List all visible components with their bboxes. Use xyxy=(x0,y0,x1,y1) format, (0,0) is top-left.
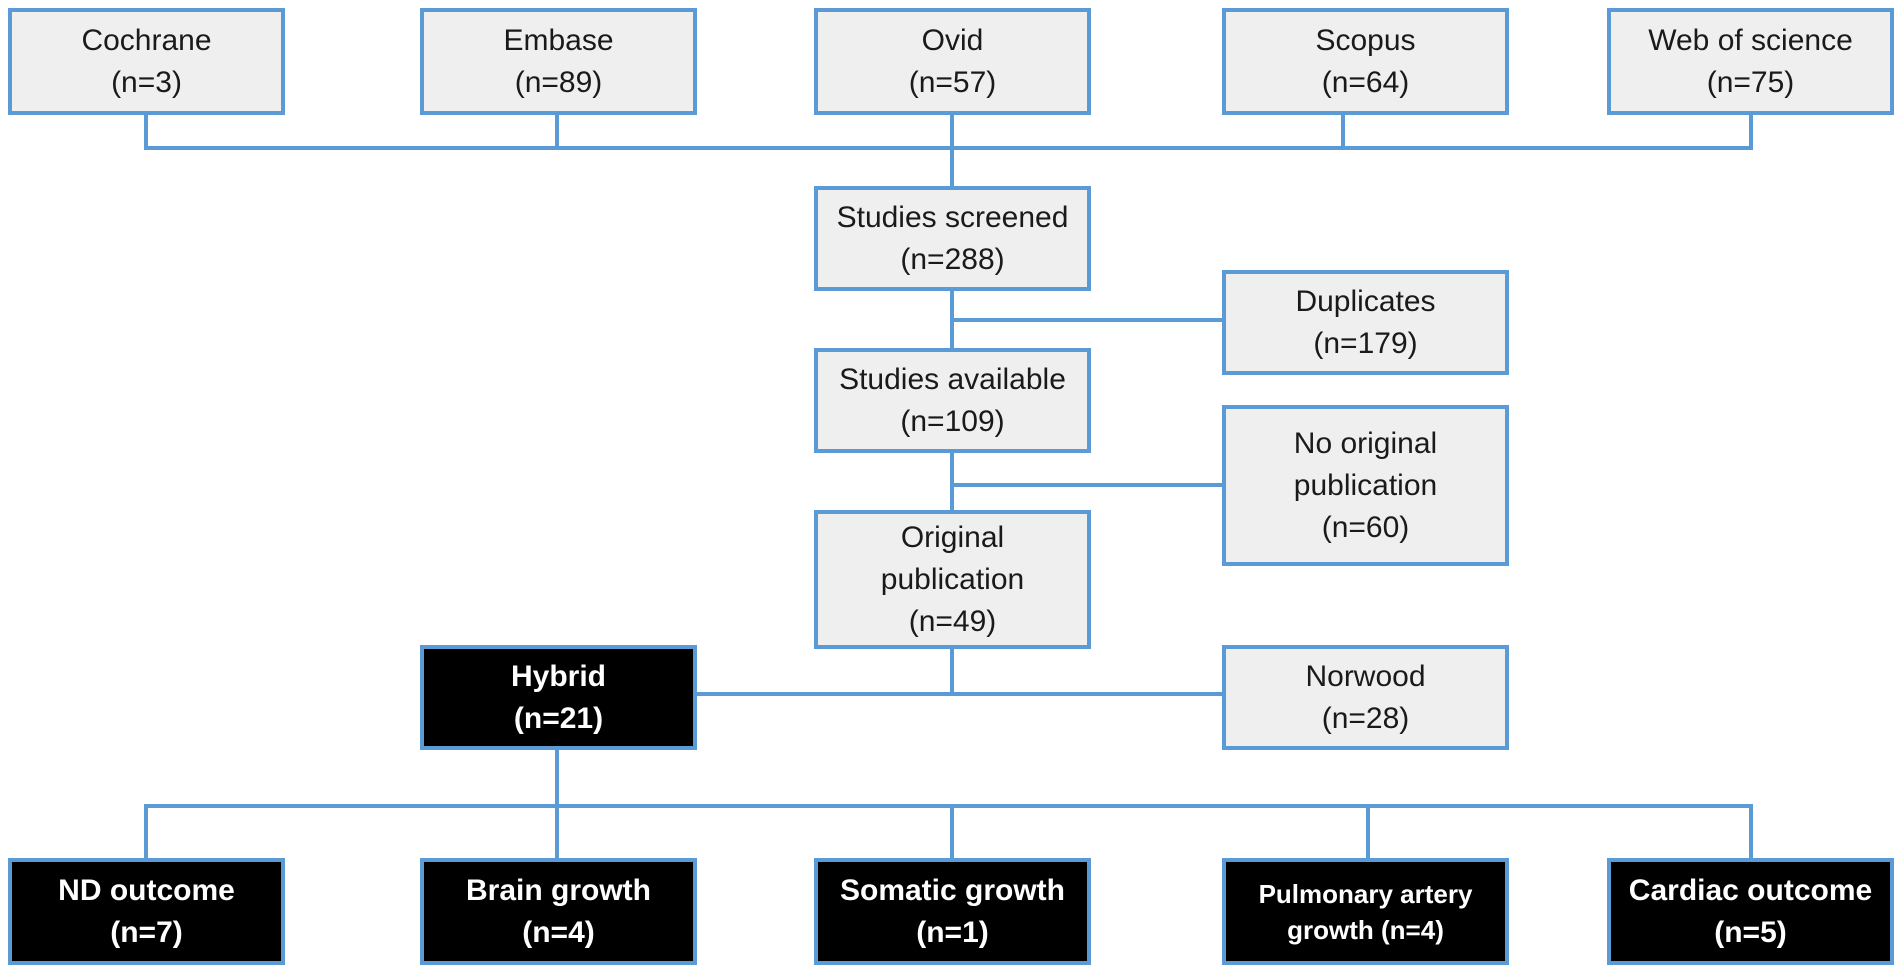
source-count: (n=57) xyxy=(908,65,997,99)
box-count: (n=179) xyxy=(1313,326,1418,360)
box-count: (n=60) xyxy=(1321,510,1410,544)
box-count: (n=288) xyxy=(900,242,1005,276)
box-label: Hybrid xyxy=(510,659,606,693)
outcome-label: Somatic growth xyxy=(839,873,1065,907)
source-name: Embase xyxy=(503,23,614,57)
source-box-cochrane: Cochrane (n=3) xyxy=(8,8,285,115)
outcome-label-line1: Pulmonary artery xyxy=(1258,878,1473,909)
outcome-box-pulmonary-artery-growth: Pulmonary artery growth (n=4) xyxy=(1222,858,1509,965)
source-box-ovid: Ovid (n=57) xyxy=(814,8,1091,115)
source-count: (n=64) xyxy=(1321,65,1410,99)
source-count: (n=89) xyxy=(514,65,603,99)
outcome-count: (n=1) xyxy=(916,915,989,949)
outcome-label: Cardiac outcome xyxy=(1628,873,1873,907)
outcome-label-line2: growth (n=4) xyxy=(1287,914,1444,945)
outcome-count: (n=5) xyxy=(1714,915,1787,949)
box-label-line1: Original xyxy=(900,520,1005,554)
source-box-scopus: Scopus (n=64) xyxy=(1222,8,1509,115)
box-label: Norwood xyxy=(1305,659,1426,693)
box-label-line1: No original xyxy=(1293,426,1438,460)
outcome-box-somatic-growth: Somatic growth (n=1) xyxy=(814,858,1091,965)
outcome-label: ND outcome xyxy=(58,873,235,907)
box-label-line2: publication xyxy=(880,562,1025,596)
studies-available-box: Studies available (n=109) xyxy=(814,348,1091,453)
source-name: Cochrane xyxy=(81,23,212,57)
source-box-web-of-science: Web of science (n=75) xyxy=(1607,8,1894,115)
outcome-count: (n=7) xyxy=(110,915,183,949)
outcome-box-nd: ND outcome (n=7) xyxy=(8,858,285,965)
source-name: Scopus xyxy=(1315,23,1416,57)
studies-screened-box: Studies screened (n=288) xyxy=(814,186,1091,291)
no-original-publication-box: No original publication (n=60) xyxy=(1222,405,1509,566)
box-count: (n=21) xyxy=(513,701,604,735)
outcome-count: (n=4) xyxy=(522,915,595,949)
original-publication-box: Original publication (n=49) xyxy=(814,510,1091,649)
duplicates-box: Duplicates (n=179) xyxy=(1222,270,1509,375)
source-count: (n=75) xyxy=(1706,65,1795,99)
source-box-embase: Embase (n=89) xyxy=(420,8,697,115)
box-label: Duplicates xyxy=(1295,284,1436,318)
box-label: Studies screened xyxy=(836,200,1069,234)
box-count: (n=109) xyxy=(900,404,1005,438)
outcome-box-cardiac: Cardiac outcome (n=5) xyxy=(1607,858,1894,965)
source-name: Ovid xyxy=(921,23,984,57)
outcome-label: Brain growth xyxy=(466,873,651,907)
box-count: (n=49) xyxy=(908,604,997,638)
box-label-line2: publication xyxy=(1293,468,1438,502)
norwood-box: Norwood (n=28) xyxy=(1222,645,1509,750)
box-count: (n=28) xyxy=(1321,701,1410,735)
box-label: Studies available xyxy=(839,362,1066,396)
hybrid-box: Hybrid (n=21) xyxy=(420,645,697,750)
outcome-box-brain-growth: Brain growth (n=4) xyxy=(420,858,697,965)
source-name: Web of science xyxy=(1648,23,1853,57)
source-count: (n=3) xyxy=(111,65,182,99)
